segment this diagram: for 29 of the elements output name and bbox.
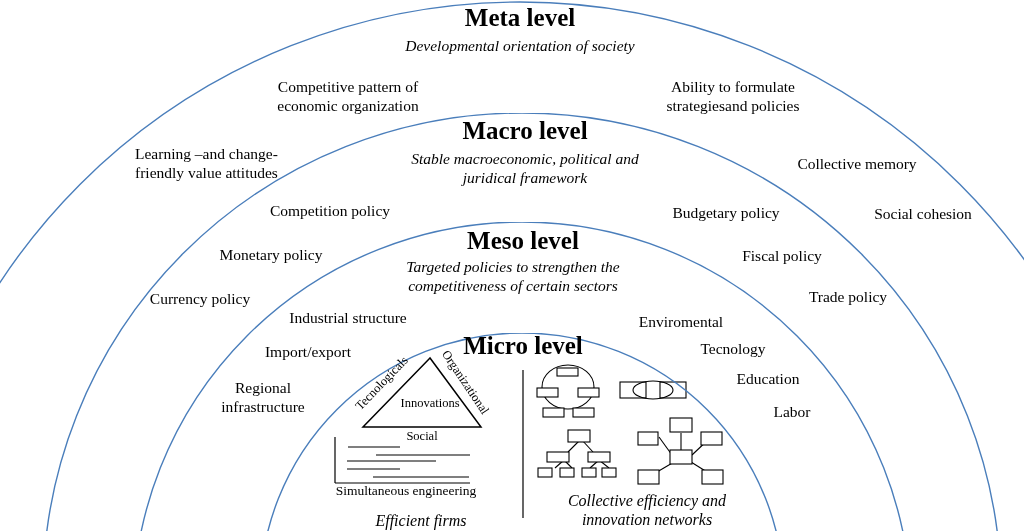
level-heading: Meso level: [467, 226, 579, 256]
factor-label: Learning –and change-friendly value attitudes: [135, 145, 279, 183]
factor-label: Industrial structure: [289, 309, 407, 328]
factor-label: Social cohesion: [874, 205, 972, 224]
factor-label: Labor: [773, 403, 811, 422]
level-arc: [43, 113, 1001, 531]
factor-label: Competition policy: [269, 202, 391, 221]
factor-label: Trade policy: [808, 288, 888, 307]
factor-label: Ability to formulate strategiesand policies: [665, 78, 801, 116]
factor-label: Collective memory: [797, 155, 917, 174]
factor-label: Competitive pattern of economic organization: [276, 78, 420, 116]
level-heading: Macro level: [462, 116, 588, 146]
factor-label: Import/export: [264, 343, 352, 362]
factor-label: Budgetary policy: [672, 204, 780, 223]
factor-label: Simultaneous engineering: [335, 483, 477, 500]
base-label: Social: [406, 429, 438, 444]
level-subtitle: Stable macroeconomic, political and juridical framework: [410, 150, 640, 188]
factor-label: Enviromental: [638, 313, 724, 332]
factor-label: Fiscal policy: [742, 247, 822, 266]
factor-label: Education: [736, 370, 800, 389]
caption-text: Collective efficiency and innovation networks: [566, 491, 728, 530]
factor-label: Currency policy: [149, 290, 251, 309]
level-subtitle: Targeted policies to strengthen the competitiveness of certain sectors: [405, 258, 621, 296]
factor-label: Tecnology: [700, 340, 766, 359]
factor-label: Regional infrastructure: [220, 379, 306, 417]
level-heading: Meta level: [464, 3, 576, 33]
factor-label: Monetary policy: [219, 246, 323, 265]
caption-text: Efficient firms: [375, 511, 467, 531]
level-subtitle: Developmental orientation of society: [404, 37, 636, 56]
